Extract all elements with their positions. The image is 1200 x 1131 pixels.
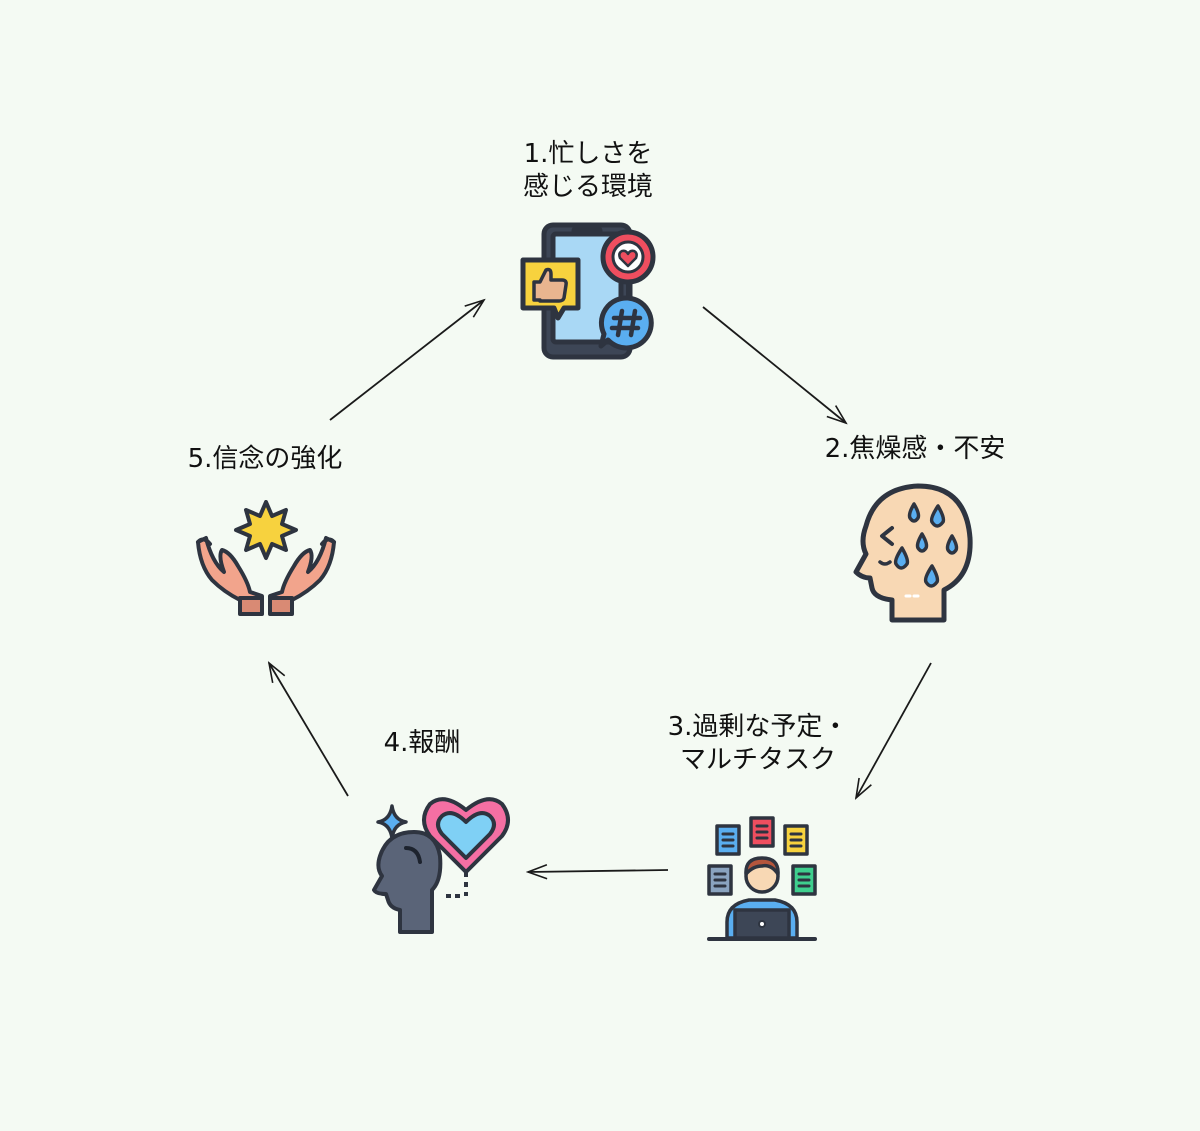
- multitasking-person-icon: [705, 814, 821, 942]
- step-2-label: 2.焦燥感・不安: [810, 433, 1020, 466]
- step-5-label: 5.信念の強化: [170, 443, 360, 476]
- step-5-label-line-1: 5.信念の強化: [187, 444, 343, 474]
- hands-holding-star-icon: [194, 500, 340, 618]
- step-4-label: 4.報酬: [372, 727, 472, 760]
- arrow-3-to-4: [528, 870, 669, 872]
- step-1-label: 1.忙しさを 感じる環境: [488, 138, 688, 204]
- arrow-4-to-5: [269, 663, 349, 797]
- sweating-head-icon: [852, 482, 976, 624]
- arrow-5-to-1: [329, 300, 484, 421]
- arrow-1-to-2: [702, 306, 846, 423]
- arrow-2-to-3: [856, 662, 932, 798]
- step-1-label-line-1: 1.忙しさを: [523, 139, 653, 169]
- step-3-label-line-2: マルチタスク: [679, 745, 836, 775]
- step-4-label-line-1: 4.報酬: [383, 728, 461, 758]
- step-2-label-line-1: 2.焦燥感・不安: [824, 434, 1006, 464]
- step-1-label-line-2: 感じる環境: [522, 172, 653, 202]
- head-heart-reward-icon: [370, 790, 516, 936]
- step-3-label-line-1: 3.過剰な予定・: [667, 712, 849, 742]
- step-3-label: 3.過剰な予定・ マルチタスク: [648, 711, 868, 777]
- smartphone-social-media-icon: [518, 222, 660, 362]
